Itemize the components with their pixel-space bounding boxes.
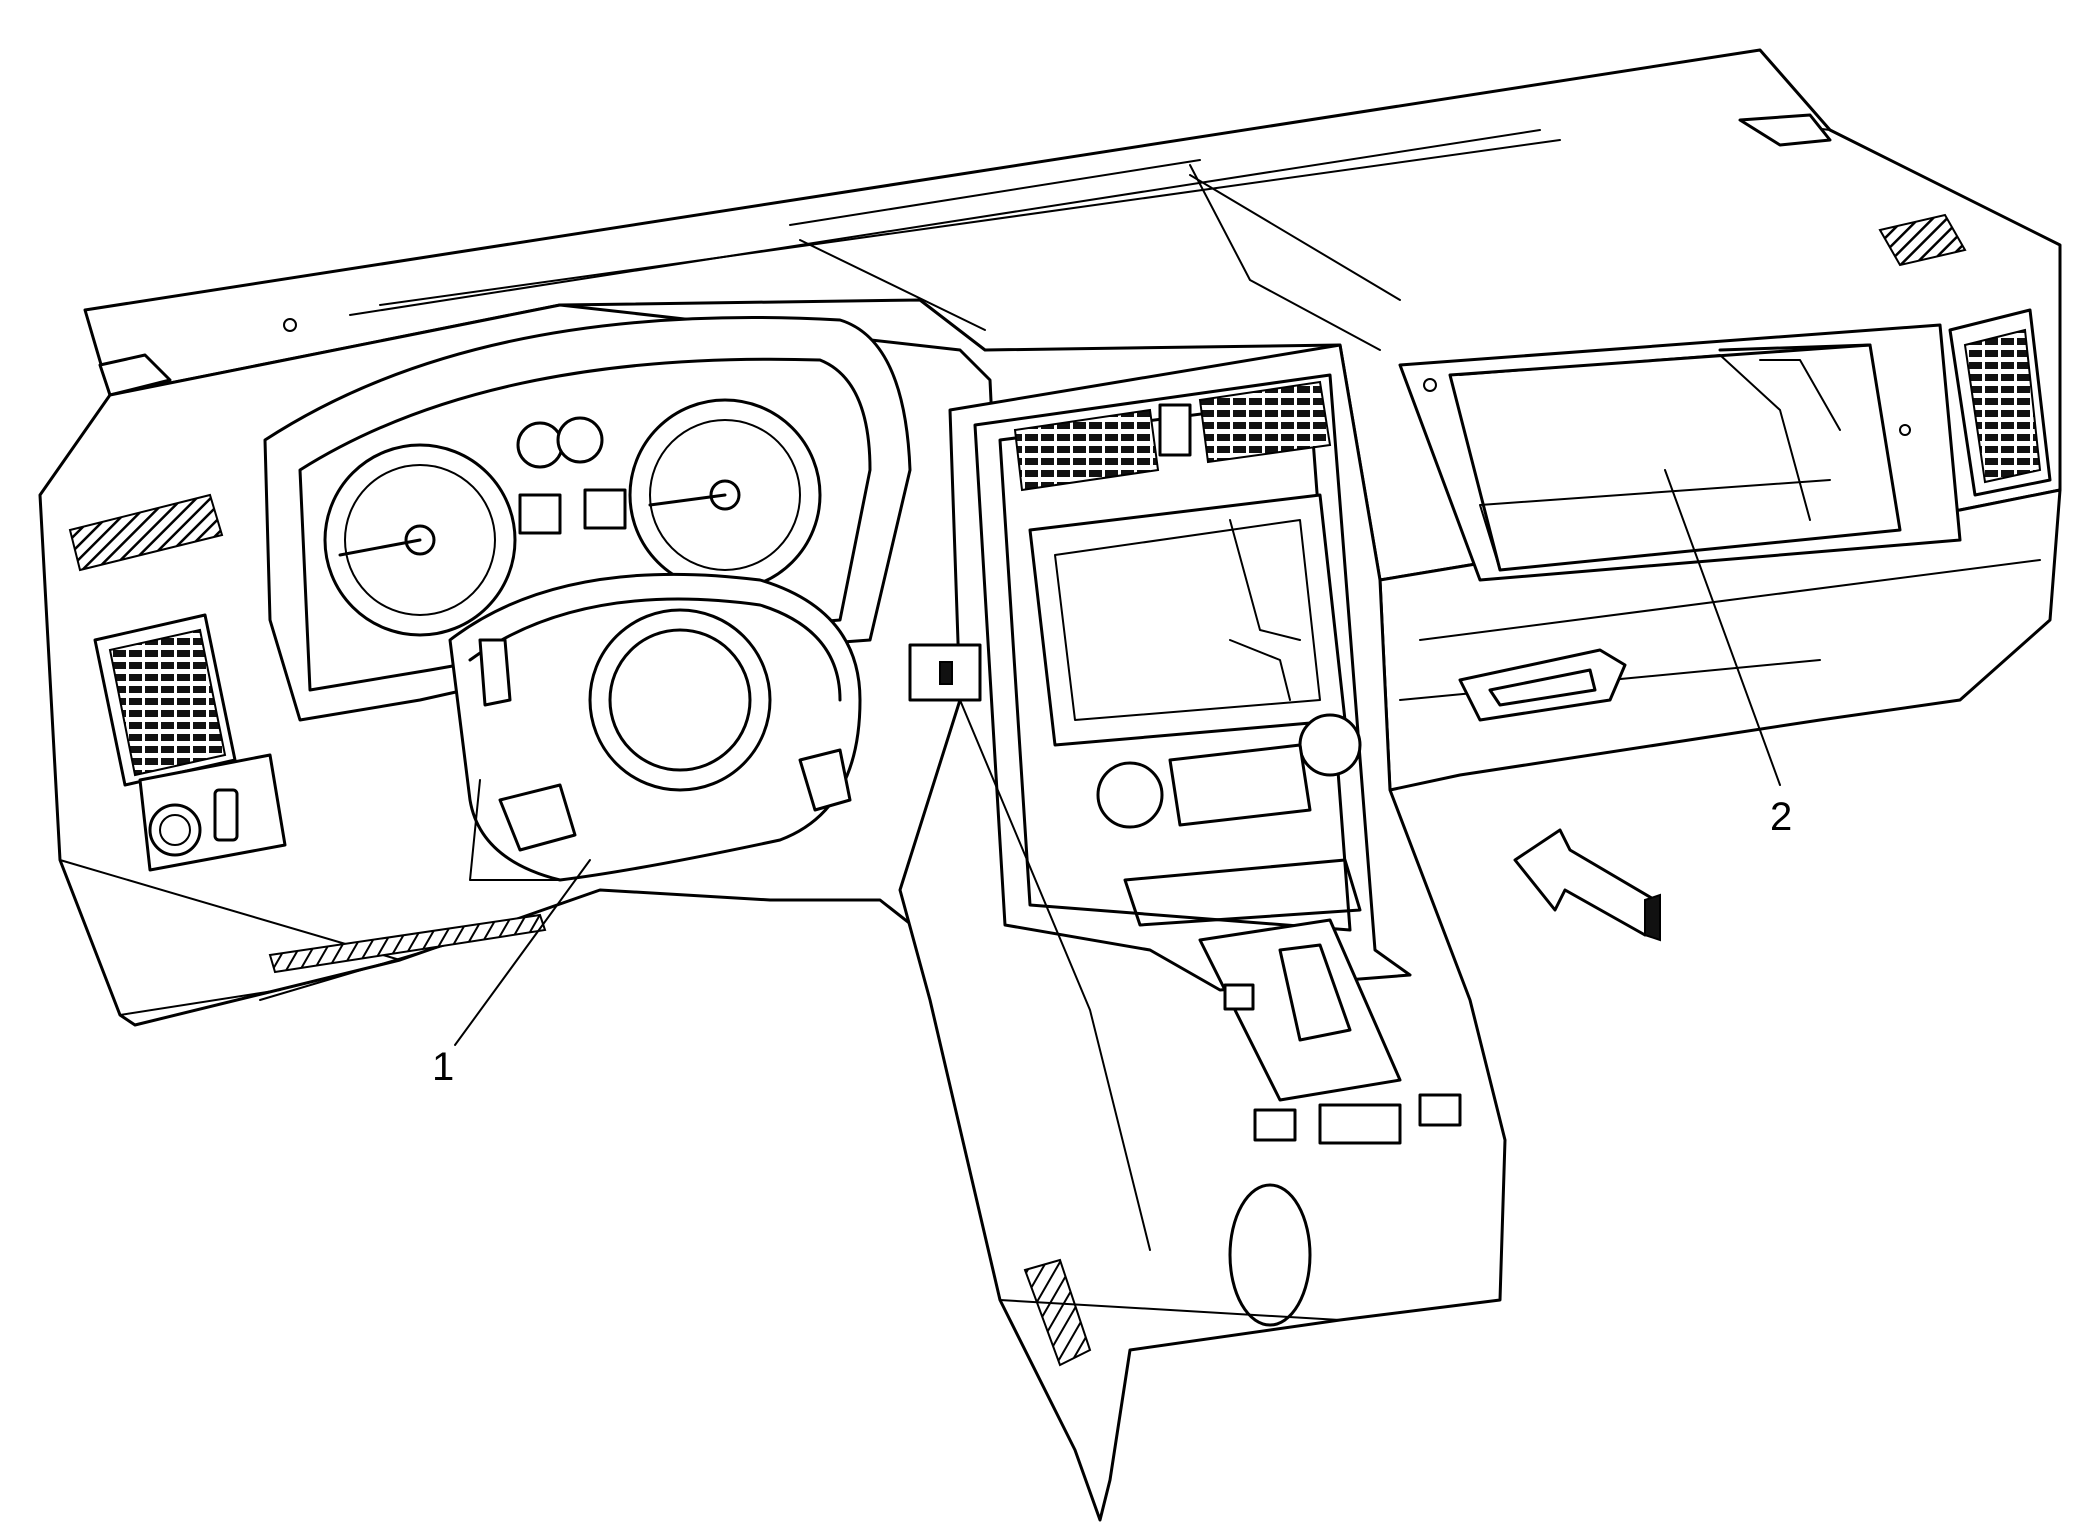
headlamp-switch xyxy=(138,753,287,872)
right-air-vent xyxy=(1948,308,2052,497)
glove-box-opening xyxy=(1398,323,1962,582)
glove-box-handle xyxy=(1458,648,1627,722)
right-defrost-vent xyxy=(1878,213,1967,267)
callout-2-leader xyxy=(1664,469,1781,786)
callout-label-2: 2 xyxy=(1770,795,1792,839)
center-console xyxy=(898,343,1507,1522)
ignition-switch xyxy=(908,643,982,702)
callout-1-leader xyxy=(454,859,591,1046)
left-defrost-vent xyxy=(68,493,224,572)
left-air-vent xyxy=(93,613,237,787)
steering-wheel-airbag xyxy=(448,572,862,882)
view-direction-arrow xyxy=(1513,828,1661,942)
callout-label-1: 1 xyxy=(432,1045,454,1089)
knee-vent xyxy=(268,913,547,974)
